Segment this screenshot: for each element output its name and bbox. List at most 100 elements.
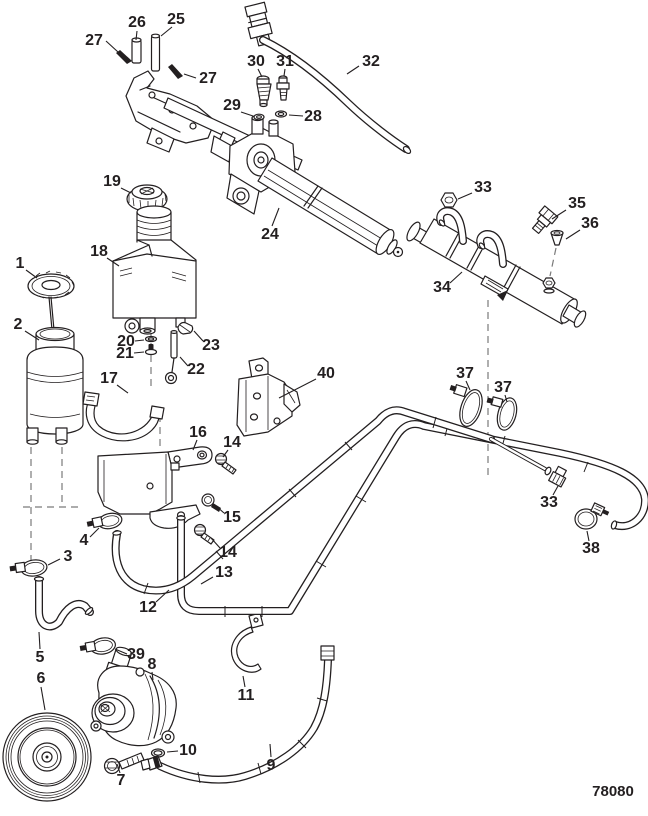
callout-label-14: 14 xyxy=(223,434,241,451)
callout-label-12: 12 xyxy=(139,599,157,616)
callout-label-35: 35 xyxy=(568,195,586,212)
callout-label-24: 24 xyxy=(261,226,279,243)
callout-label-22: 22 xyxy=(187,361,205,378)
cooler-tube-34 xyxy=(406,207,587,328)
callout-leader-29 xyxy=(240,111,254,117)
callout-label-29: 29 xyxy=(223,97,241,114)
callout-label-3: 3 xyxy=(64,548,73,565)
callout-leader-16 xyxy=(192,439,198,451)
callout-label-9: 9 xyxy=(267,757,276,774)
hose-clamp-38 xyxy=(574,502,610,530)
callout-label-39: 39 xyxy=(127,646,145,663)
bracket-40 xyxy=(236,357,301,437)
fitting-35 xyxy=(531,205,559,235)
callout-leader-15 xyxy=(214,504,225,514)
alignment-dashed-lines xyxy=(23,247,557,574)
valve-fittings-orings xyxy=(253,75,290,121)
bracket-16 xyxy=(97,446,213,529)
callout-leader-1 xyxy=(25,269,38,279)
callout-leader-6 xyxy=(40,686,46,711)
callout-label-11: 11 xyxy=(238,687,255,704)
callout-leader-31 xyxy=(283,68,286,77)
callout-leader-7 xyxy=(116,763,121,774)
callout-leader-14 xyxy=(210,537,221,549)
callout-label-25: 25 xyxy=(167,11,185,28)
callout-leader-17 xyxy=(116,384,129,394)
callout-leader-22 xyxy=(179,356,189,367)
callout-label-33: 33 xyxy=(540,494,558,511)
callout-leader-3 xyxy=(47,558,61,566)
callout-leader-39 xyxy=(114,648,128,655)
hose-clamp-3 xyxy=(9,559,48,577)
callout-leader-27 xyxy=(183,73,197,79)
callout-leader-27 xyxy=(105,40,119,53)
callout-leader-32 xyxy=(346,65,360,75)
pressure-hose-32 xyxy=(244,1,412,155)
callout-label-15: 15 xyxy=(223,509,241,526)
hose-clamp-39 xyxy=(79,637,116,655)
o-ring-10 xyxy=(150,748,166,758)
callout-leader-18 xyxy=(106,257,120,267)
callout-leader-2 xyxy=(24,330,40,341)
filler-cap-1 xyxy=(27,270,75,331)
callout-leader-11 xyxy=(242,675,246,688)
callout-label-19: 19 xyxy=(103,173,121,190)
callout-label-14: 14 xyxy=(219,544,237,561)
callout-leader-36 xyxy=(565,229,581,240)
callout-leader-26 xyxy=(135,30,138,41)
callout-label-27: 27 xyxy=(199,70,217,87)
reservoir-hardware xyxy=(144,321,194,385)
hose-clamp-37-right xyxy=(486,396,518,431)
callout-leader-28 xyxy=(288,114,304,117)
callout-leader-14 xyxy=(222,449,229,458)
hose-clamp-37-left xyxy=(449,384,483,427)
callout-label-10: 10 xyxy=(179,742,197,759)
callout-label-37: 37 xyxy=(494,379,512,396)
callout-label-26: 26 xyxy=(128,14,146,31)
callout-label-36: 36 xyxy=(581,215,599,232)
pump-bolt-7 xyxy=(103,752,145,775)
callout-label-8: 8 xyxy=(148,656,157,673)
reservoir-cap-19 xyxy=(126,184,168,212)
callout-label-31: 31 xyxy=(276,53,294,70)
nut-33-upper xyxy=(440,192,458,208)
callout-leader-4 xyxy=(89,527,100,538)
callout-leader-33 xyxy=(552,485,559,496)
callout-leader-37 xyxy=(504,394,508,403)
callout-label-21: 21 xyxy=(116,345,134,362)
callout-leader-19 xyxy=(120,187,132,194)
bracket-bolts xyxy=(193,452,237,545)
callout-leader-24 xyxy=(271,207,280,227)
pulley-6 xyxy=(2,712,92,802)
callout-label-6: 6 xyxy=(37,670,46,687)
callout-leader-33 xyxy=(457,192,473,200)
j-clamp-11 xyxy=(230,612,264,673)
reservoir-2 xyxy=(26,326,84,445)
callout-leader-10 xyxy=(166,750,179,753)
callout-label-30: 30 xyxy=(247,53,265,70)
callout-label-27: 27 xyxy=(85,32,103,49)
callout-label-40: 40 xyxy=(317,365,335,382)
callout-label-23: 23 xyxy=(202,337,220,354)
callout-leader-12 xyxy=(155,589,170,603)
reservoir-18 xyxy=(112,205,197,335)
callout-label-33: 33 xyxy=(474,179,492,196)
power-steering-pump-8 xyxy=(90,646,177,747)
callout-leader-37 xyxy=(465,380,471,391)
hose-5 xyxy=(33,576,94,631)
callout-label-28: 28 xyxy=(304,108,322,125)
callout-leader-23 xyxy=(193,330,204,342)
callout-leader-34 xyxy=(449,271,463,284)
callout-leader-13 xyxy=(200,576,214,585)
callout-label-5: 5 xyxy=(36,649,45,666)
callout-leader-9 xyxy=(269,743,272,758)
support-strap-17 xyxy=(82,391,165,442)
hose-12 xyxy=(111,406,567,595)
callout-label-18: 18 xyxy=(90,243,108,260)
callout-leader-20 xyxy=(134,339,145,342)
tube-fitting-33-lower xyxy=(548,465,567,488)
steering-actuator-assembly xyxy=(125,70,404,258)
